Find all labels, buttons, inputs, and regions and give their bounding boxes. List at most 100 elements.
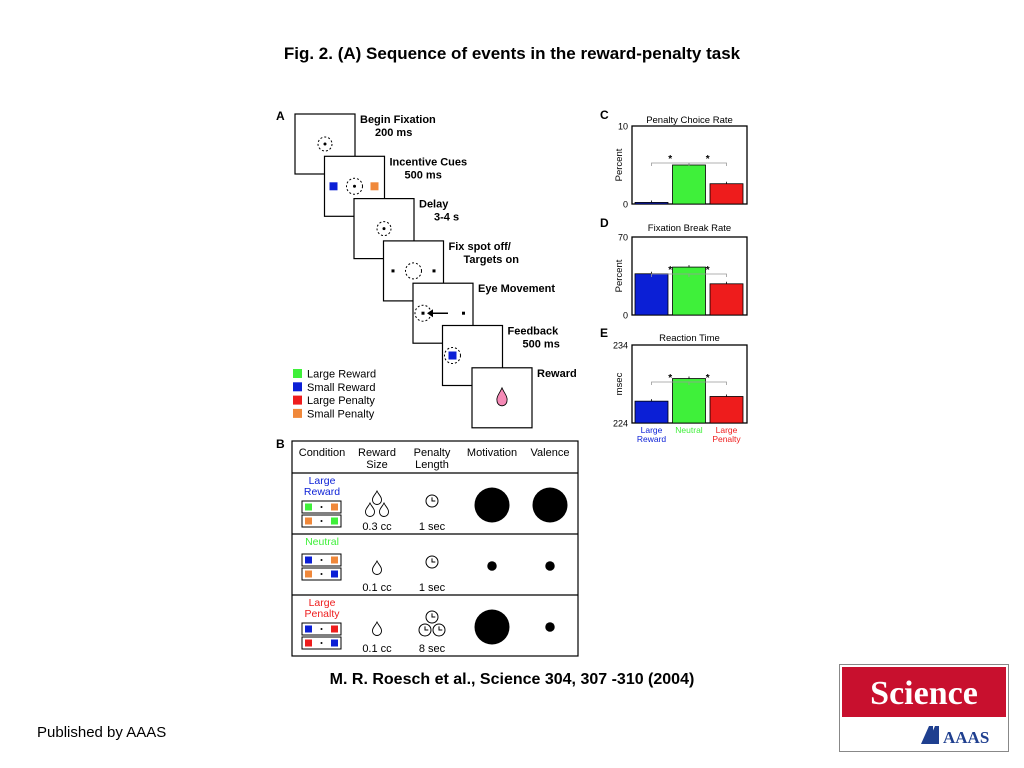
y-axis-label: msec [614,372,625,395]
significance-star: * [706,265,710,276]
sequence-step: Reward [471,367,577,429]
cue-dot [320,506,323,508]
fixation-window [376,221,392,237]
table-header: Motivation [467,447,517,459]
bar-neutral [672,378,706,424]
step-label: Feedback [508,326,560,338]
significance-star: * [706,373,710,384]
table-header: Size [366,459,387,471]
science-banner [842,667,1006,717]
water-drop-icon [379,501,389,517]
penalty-length-value: 1 sec [419,582,446,594]
legend-label: Small Penalty [307,408,375,420]
x-tick-label: Reward [637,434,667,444]
cue-dot [320,559,323,561]
legend-item: Small Reward [293,382,375,394]
cue-dot [320,573,323,575]
step-label: Begin Fixation [360,114,436,126]
cue-square [331,639,338,647]
cue-square [305,503,312,511]
clock-hands [424,626,429,631]
cue-square-left [329,182,338,191]
fixation-window [317,136,333,152]
x-tick-label: Neutral [675,425,703,435]
legend-label: Large Reward [307,369,376,381]
fixation-window [346,177,363,195]
slide-title: Fig. 2. (A) Sequence of events in the re… [283,44,741,63]
fixation-window [405,262,422,280]
fixation-spot [323,142,327,146]
panel-label: D [600,216,609,230]
x-tick-label: Large [641,425,663,435]
legend-item: Large Penalty [293,395,375,407]
significance-star: * [706,154,710,165]
science-wordmark: Science [870,675,978,712]
bar-large-penalty [709,283,744,316]
penalty-length-value: 8 sec [419,643,446,655]
step-duration: 200 ms [375,127,412,139]
reward-size-value: 0.1 cc [362,582,392,594]
cue-square [305,517,312,525]
clock-hands [431,497,436,502]
bar-large-reward [634,273,669,316]
step-label: Eye Movement [478,283,555,295]
valence-dot [545,561,555,571]
water-drop-icon [372,559,382,575]
legend-swatch [293,395,302,405]
table-header: Valence [531,447,570,459]
clock-hands [438,626,443,631]
target-right [432,269,436,273]
step-label: Incentive Cues [390,156,468,168]
valence-dot [532,487,568,523]
water-drop-icon [372,620,382,636]
cue-square-right [370,182,379,191]
cue-square [305,570,312,578]
clock-hands [431,613,436,618]
step-screen [471,367,533,429]
chart-title: Fixation Break Rate [648,223,731,234]
step-label: Delay [419,199,449,211]
condition-label: Large [309,475,336,487]
publisher-text: Published by AAAS [37,724,167,741]
bar-neutral [672,164,706,205]
legend-label: Large Penalty [307,395,375,407]
x-tick-label: Penalty [712,434,741,444]
significance-star: * [668,154,672,165]
target-left [391,269,395,273]
cue-square [305,639,312,647]
bar-large-penalty [709,183,744,205]
y-tick-label: 234 [613,341,628,351]
legend-swatch [293,382,302,392]
cue-dot [320,628,323,630]
y-tick-label: 224 [613,419,628,429]
legend-label: Small Reward [307,382,375,394]
cue-square [305,625,312,633]
fixation-spot [382,227,386,231]
cue-square [331,503,338,511]
step-label: Reward [537,368,577,380]
bar-large-reward [634,202,669,205]
target-left [421,311,425,315]
motivation-dot [474,487,510,523]
aaas-emblem [921,726,939,744]
legend-swatch [293,408,302,418]
table-header: Length [415,459,449,471]
motivation-dot [487,561,497,571]
significance-bracket [651,381,727,385]
condition-label: Reward [304,486,340,498]
motivation-dot [474,609,510,645]
reward-size-value: 0.3 cc [362,521,392,533]
arrow-head [427,309,433,318]
legend-swatch [293,369,302,378]
condition-label: Penalty [304,608,340,620]
chart-title: Reaction Time [659,333,720,344]
reward-size-value: 0.1 cc [362,643,392,655]
y-tick-label: 0 [623,311,628,321]
significance-star: * [668,373,672,384]
